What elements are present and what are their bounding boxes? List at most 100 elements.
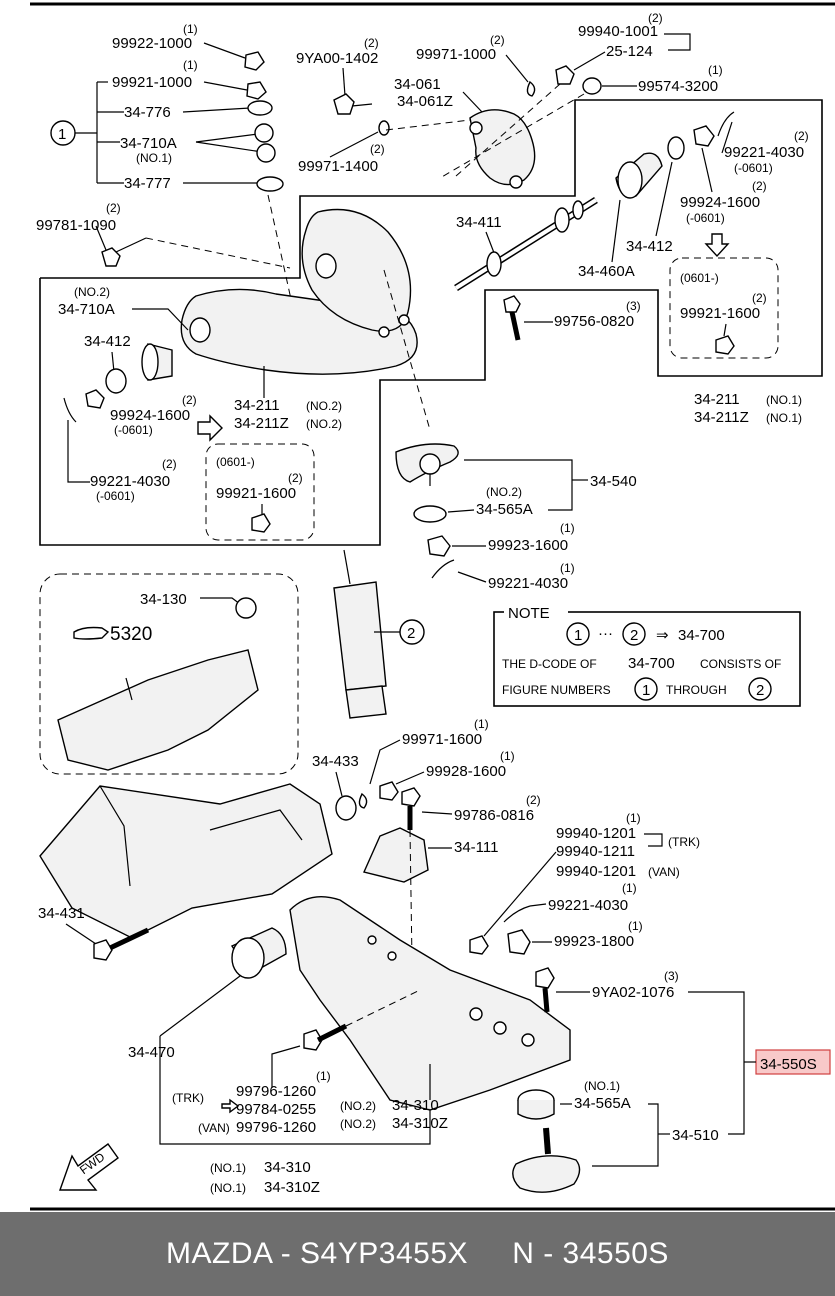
bump-stop-34-130 [235,597,257,619]
label-34-510: 34-510 [672,1127,719,1144]
diagram-text: (0601-) [680,271,719,285]
label-99921-1000: 99921-1000 [112,74,192,91]
label-99922-1000: 99922-1000 [112,35,192,52]
diagram-text: (NO.2) [486,485,522,499]
label-34-565A-u: 34-565A [476,501,533,518]
diagram-text: (NO.1) [136,151,172,165]
washer-34-412-l [105,368,127,394]
label-34-211-r: 34-211 [694,391,740,408]
nut-99923-1600 [427,535,451,557]
label-99924-1600-l: 99924-1600 [110,407,190,424]
diagram-text: (-0601) [96,489,135,503]
label-34-111: 34-111 [454,839,498,856]
diagram-text: (NO.1) [766,411,802,425]
date-box-l [205,443,315,541]
label-99971-1600: 99971-1600 [402,731,482,748]
diagram-text: (-0601) [686,211,725,225]
clip-99971-1600 [358,792,368,809]
label-99796-1260-a: 99796-1260 [236,1083,316,1100]
label-99221-4030-lo: 99221-4030 [548,897,628,914]
inset-frame-drawing [57,649,259,771]
footer-bar: MAZDA - S4YP3455X N - 34550S [0,1212,835,1296]
pointing-hand-icon [73,626,110,640]
cotter-pin-lo [503,905,531,923]
diagram-text: (-0601) [114,423,153,437]
nut-99940-1201 [469,935,489,955]
label-99923-1600: 99923-1600 [488,537,568,554]
diagram-text: (1) [560,521,575,535]
label-34-550S: 34-550S [760,1056,817,1073]
diagram-text: (2) [364,36,379,50]
castle-nut-99923-1800 [507,929,531,955]
cotter-pin-r [717,111,735,137]
diagram-text: (NO.2) [306,399,342,413]
nut-99924-r [693,125,715,147]
clip-99971-1000 [526,80,536,97]
diagram-text: (1) [474,717,489,731]
diagram-text: 1 [574,627,582,644]
label-34-776: 34-776 [124,104,171,121]
diagram-text: (NO.1) [210,1181,246,1195]
footer-text: MAZDA - S4YP3455X N - 34550S [166,1237,669,1270]
cotter-pin-l [63,397,77,423]
diagram-text: (VAN) [198,1121,230,1135]
diagram-text: (2) [288,471,303,485]
diagram-text: (2) [648,11,663,25]
diagram-text: (1) [500,749,515,763]
diagram-text: (TRK) [668,835,700,849]
nut-99924-l [85,389,105,409]
bolt-34-431-head [93,939,113,961]
label-34-431: 34-431 [38,905,85,922]
label-9YA02-1076: 9YA02-1076 [592,984,674,1001]
diagram-text: (1) [183,58,198,72]
nut-99922 [244,51,265,71]
label-99221-4030-mid: 99221-4030 [488,575,568,592]
label-34-061: 34-061 [394,76,441,93]
washer-34-777 [256,176,284,192]
bolt-99756-head [503,295,521,313]
diagram-text: (NO.2) [74,285,110,299]
seat-34-565A-u [413,505,447,523]
label-34-777: 34-777 [124,175,171,192]
label-34-061Z: 34-061Z [397,93,453,110]
washer-34-433 [335,795,357,821]
diagram-text: (NO.2) [340,1117,376,1131]
washer-99971-1400 [378,120,390,136]
diagram-text: (NO.2) [306,417,342,431]
label-34-412-r: 34-412 [626,238,673,255]
nut-99940-1001 [555,65,575,85]
parts-diagram: 1 (1) 99922-1000 (1) 99921-1000 34-776 3… [30,2,835,1211]
label-34-540: 34-540 [590,473,637,490]
diagram-text: (TRK) [172,1091,204,1105]
diagram-text: (NO.1) [766,393,802,407]
nut-99921 [246,81,267,100]
label-99574-3200: 99574-3200 [638,78,718,95]
label-99923-1800: 99923-1800 [554,933,634,950]
cotter-pin-mid [431,559,455,579]
diagram-text: (2) [794,129,809,143]
diagram-text: 2 [630,627,638,644]
label-99796-1260-b: 99796-1260 [236,1119,316,1136]
label-34-130: 34-130 [140,591,187,608]
note-assembly: 34-700 [678,627,725,644]
label-99221-4030-l: 99221-4030 [90,473,170,490]
diagram-text: CONSISTS OF [700,657,781,671]
bracket-34-061 [469,109,536,186]
diagram-text: (2) [162,457,177,471]
diagram-text: (1) [183,22,198,36]
bolt-99781-head [101,247,121,267]
label-34-710A-l: 34-710A [58,301,115,318]
diagram-text: (3) [664,969,679,983]
inset-frame-box [39,573,299,775]
diagram-text: FIGURE NUMBERS [502,683,611,697]
nut-99921-l [251,513,271,533]
diagram-text: (NO.1) [210,1161,246,1175]
down-arrow-r [704,233,730,258]
diagram-text: 2 [756,682,764,699]
diagram-text: (2) [106,201,121,215]
bushing-34-710A-a [254,123,274,143]
diagram-text: (2) [370,142,385,156]
label-99940-1201: 99940-1201 [556,825,636,842]
diagram-text: (1) [560,561,575,575]
diagram-text: THROUGH [666,683,727,697]
